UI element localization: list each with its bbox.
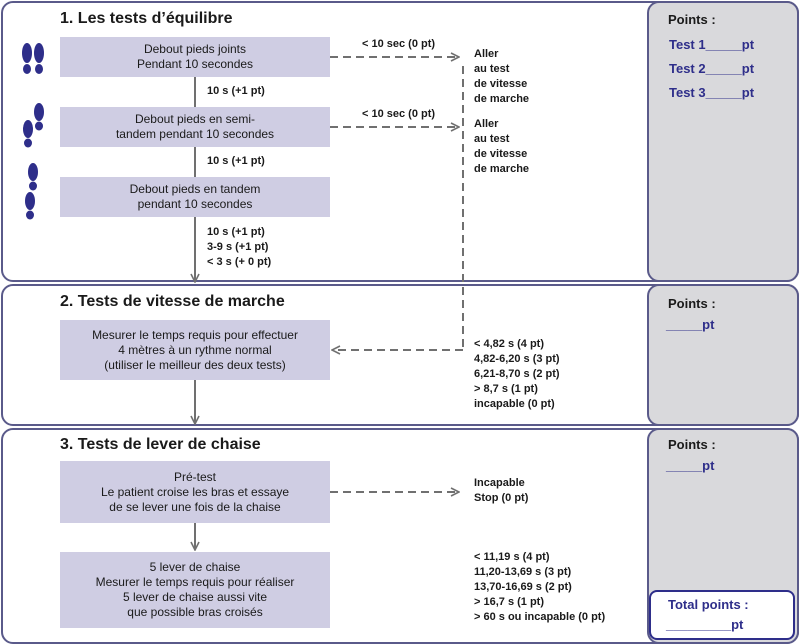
goto-walk-test-2-label: Aller au test de vitesse de marche — [474, 118, 530, 175]
goto-walk-test-1-label: Aller au test de vitesse de marche — [474, 48, 530, 105]
balance-step-3-label: 10 s (+1 pt) 3-9 s (+1 pt) < 3 s (+ 0 pt… — [207, 226, 272, 268]
feet-together-icon — [22, 43, 44, 74]
section-2-title: 2. Tests de vitesse de marche — [60, 293, 285, 310]
chair-test-scores: < 11,19 s (4 pt) 11,20-13,69 s (3 pt) 13… — [474, 551, 606, 623]
section-2-points-field[interactable]: _____pt — [666, 317, 715, 332]
balance-step-2-label: 10 s (+1 pt) — [207, 155, 265, 167]
feet-tandem-icon — [25, 163, 38, 220]
balance-test-1-box: Debout pieds joints Pendant 10 secondes — [60, 37, 330, 77]
section-3-title: 3. Tests de lever de chaise — [60, 436, 261, 453]
balance-fail-2-label: < 10 sec (0 pt) — [362, 108, 436, 120]
walk-test-scores: < 4,82 s (4 pt) 4,82-6,20 s (3 pt) 6,21-… — [474, 338, 560, 410]
section-2-points-panel — [647, 284, 799, 426]
chair-pretest-fail-label: Incapable Stop (0 pt) — [474, 477, 529, 504]
section-1-points-title: Points : — [668, 12, 716, 27]
feet-semi-tandem-icon — [23, 103, 44, 148]
section-1-title: 1. Les tests d’équilibre — [60, 10, 233, 27]
total-points-field[interactable]: _________pt — [666, 617, 744, 632]
chair-pretest-box: Pré-test Le patient croise les bras et e… — [60, 461, 330, 523]
test-2-points-field[interactable]: Test 2_____pt — [669, 61, 755, 76]
balance-test-3-box: Debout pieds en tandem pendant 10 second… — [60, 177, 330, 217]
balance-step-1-label: 10 s (+1 pt) — [207, 85, 265, 97]
section-3-points-field[interactable]: _____pt — [666, 458, 715, 473]
test-1-points-field[interactable]: Test 1_____pt — [669, 37, 755, 52]
test-3-points-field[interactable]: Test 3_____pt — [669, 85, 755, 100]
walk-test-box: Mesurer le temps requis pour effectuer 4… — [60, 320, 330, 380]
total-points-title: Total points : — [668, 597, 749, 612]
section-2-points-title: Points : — [668, 296, 716, 311]
total-points-box — [649, 590, 795, 640]
balance-test-2-box: Debout pieds en semi- tandem pendant 10 … — [60, 107, 330, 147]
chair-five-rises-box: 5 lever de chaise Mesurer le temps requi… — [60, 552, 330, 628]
section-1-points-panel — [647, 1, 799, 282]
balance-fail-1-label: < 10 sec (0 pt) — [362, 38, 436, 50]
section-3-points-title: Points : — [668, 437, 716, 452]
